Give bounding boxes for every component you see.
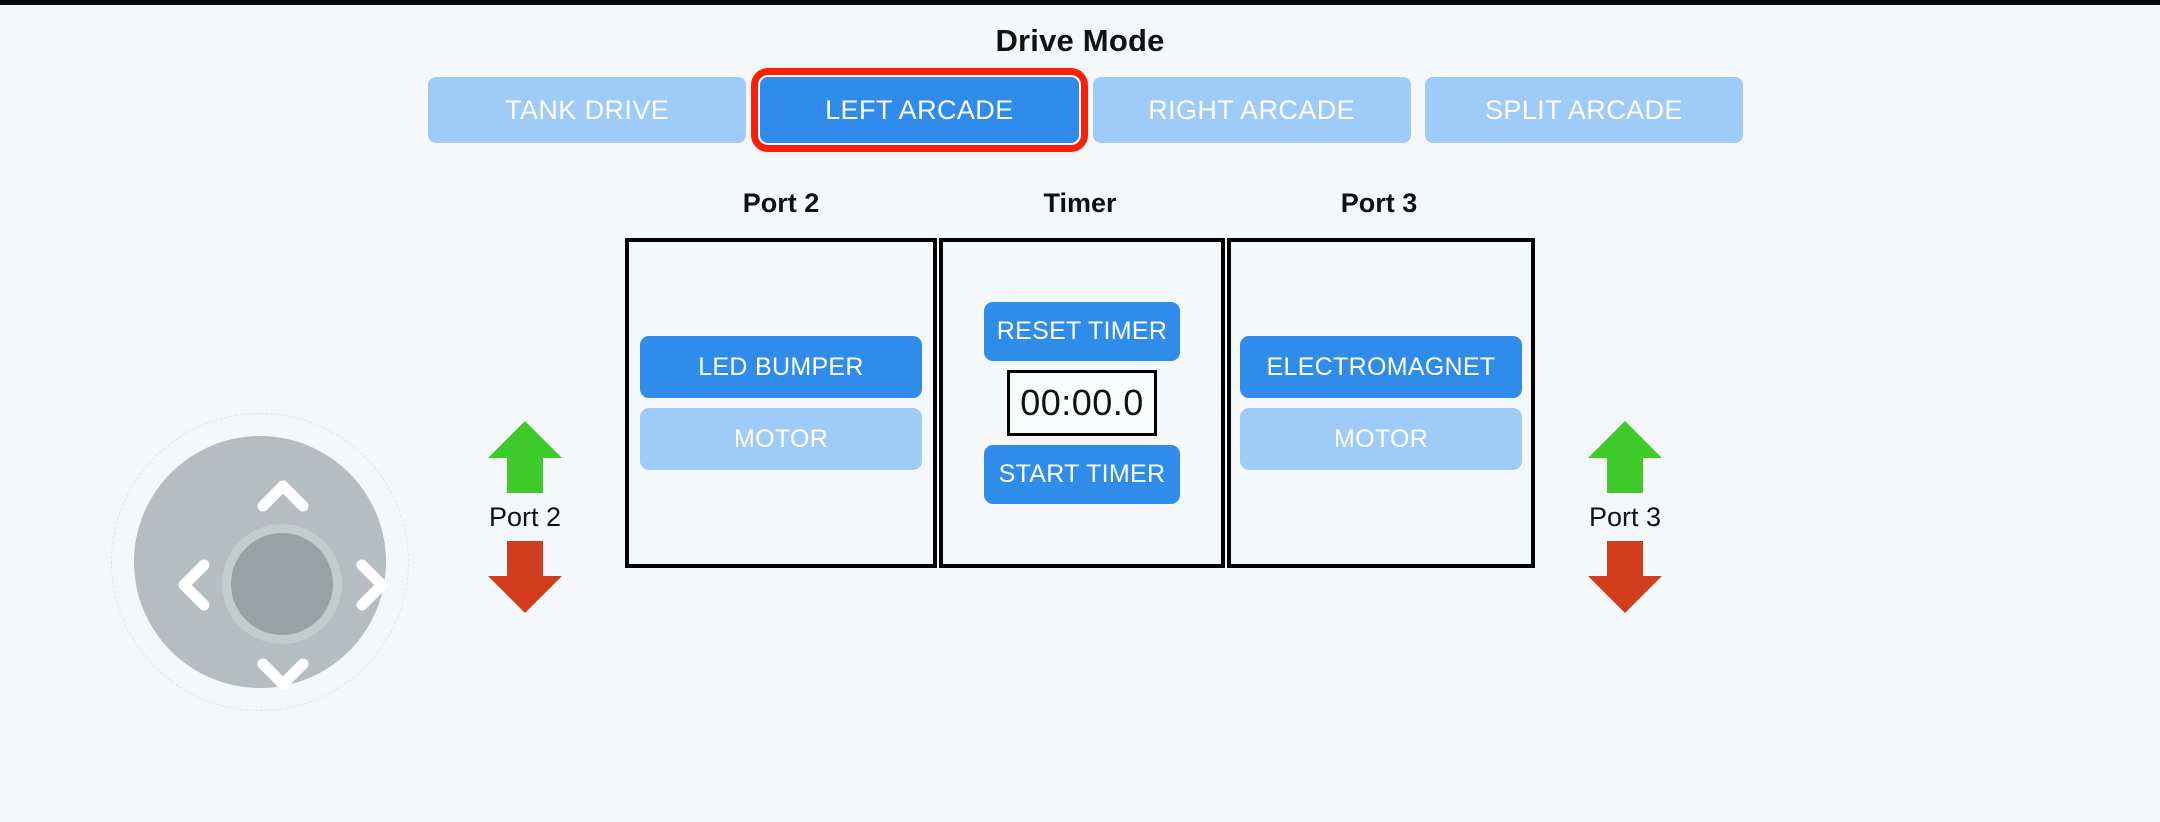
- port3-button-stack: ELECTROMAGNET MOTOR: [1240, 336, 1522, 470]
- drive-mode-tank-drive[interactable]: TANK DRIVE: [428, 77, 747, 143]
- top-strip: [0, 0, 2160, 5]
- drive-mode-left-arcade[interactable]: LEFT ARCADE: [751, 68, 1088, 152]
- page-title: Drive Mode: [995, 23, 1165, 58]
- console-label-timer: Timer: [1043, 188, 1117, 218]
- timer-panel: RESET TIMER 00:00.0 START TIMER: [939, 238, 1225, 568]
- port2-motor-button[interactable]: MOTOR: [640, 408, 922, 470]
- port2-led-bumper-button[interactable]: LED BUMPER: [640, 336, 922, 398]
- dpad-left-chevron-icon[interactable]: [170, 559, 222, 611]
- dpad-ring: [134, 436, 388, 690]
- dpad-right-chevron-icon[interactable]: [344, 559, 396, 611]
- port3-arrow-label: Port 3: [1588, 502, 1662, 532]
- port2-arrow-label: Port 2: [488, 502, 562, 532]
- dpad-down-chevron-icon[interactable]: [257, 646, 309, 698]
- timer-stack: RESET TIMER 00:00.0 START TIMER: [984, 302, 1180, 504]
- port3-arrow-up-icon[interactable]: [1585, 418, 1665, 496]
- console-labels: Port 2 Timer Port 3: [625, 188, 1535, 219]
- port3-arrow-group: Port 3: [1540, 418, 1710, 616]
- drive-mode-button-group: TANK DRIVE LEFT ARCADE RIGHT ARCADE SPLI…: [428, 68, 1743, 152]
- console-label-port2: Port 2: [742, 188, 820, 218]
- port2-panel: LED BUMPER MOTOR: [625, 238, 937, 568]
- dpad-control[interactable]: [111, 413, 409, 711]
- port2-button-stack: LED BUMPER MOTOR: [640, 336, 922, 470]
- port2-arrow-group: Port 2: [440, 418, 610, 616]
- reset-timer-button[interactable]: RESET TIMER: [984, 302, 1180, 361]
- dpad-center-knob[interactable]: [222, 524, 342, 644]
- port3-electromagnet-button[interactable]: ELECTROMAGNET: [1240, 336, 1522, 398]
- start-timer-button[interactable]: START TIMER: [984, 445, 1180, 504]
- dpad-up-chevron-icon[interactable]: [257, 472, 309, 524]
- port2-arrow-down-icon[interactable]: [485, 538, 565, 616]
- port2-arrow-up-icon[interactable]: [485, 418, 565, 496]
- console: LED BUMPER MOTOR RESET TIMER 00:00.0 STA…: [625, 238, 1535, 568]
- drive-mode-right-arcade[interactable]: RIGHT ARCADE: [1092, 77, 1411, 143]
- port3-motor-button[interactable]: MOTOR: [1240, 408, 1522, 470]
- port3-arrow-down-icon[interactable]: [1585, 538, 1665, 616]
- timer-display: 00:00.0: [1007, 370, 1157, 436]
- console-label-port3: Port 3: [1340, 188, 1418, 218]
- drive-mode-split-arcade[interactable]: SPLIT ARCADE: [1424, 77, 1743, 143]
- port3-panel: ELECTROMAGNET MOTOR: [1227, 238, 1535, 568]
